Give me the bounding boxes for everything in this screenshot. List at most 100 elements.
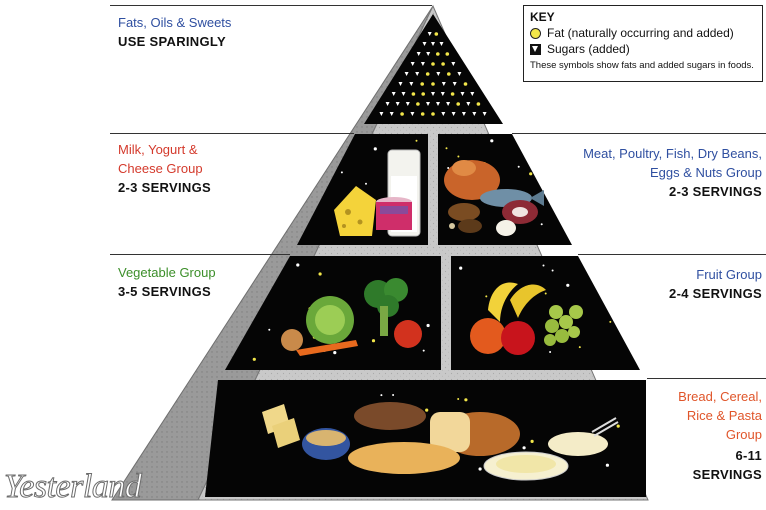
star-dot bbox=[340, 171, 343, 174]
fat-dot-icon bbox=[431, 62, 435, 66]
star-dot bbox=[373, 147, 377, 151]
key-fat-label: Fat (naturally occurring and added) bbox=[547, 26, 734, 40]
tier-name-bread: Bread, Cereal, Rice & Pasta Group bbox=[678, 389, 762, 442]
sugar-triangle-icon bbox=[452, 82, 457, 86]
sugar-triangle-icon bbox=[482, 112, 487, 116]
sugar-triangle-icon bbox=[416, 52, 421, 56]
star-dot bbox=[540, 223, 543, 226]
sugar-triangle-icon bbox=[451, 112, 456, 116]
sugar-triangle-icon bbox=[436, 72, 441, 76]
fat-dot-icon bbox=[411, 92, 416, 96]
sugar-triangle-icon bbox=[410, 112, 415, 116]
fat-dot-icon bbox=[530, 27, 541, 39]
sugar-triangle-icon bbox=[431, 92, 435, 96]
sugar-triangle-icon bbox=[446, 102, 451, 106]
star-dot bbox=[551, 269, 554, 272]
tier-servings-milk: 2-3 SERVINGS bbox=[118, 180, 211, 195]
rule-fruit bbox=[578, 254, 766, 255]
sugar-triangle-icon bbox=[426, 102, 430, 106]
milk-group-illustration bbox=[334, 149, 421, 237]
sugar-triangle-icon bbox=[415, 72, 420, 76]
star-dot bbox=[380, 394, 383, 397]
star-dot bbox=[415, 139, 418, 142]
key-note: These symbols show fats and added sugars… bbox=[530, 60, 754, 71]
star-dot bbox=[392, 394, 395, 396]
star-dot bbox=[485, 295, 488, 298]
star-dot bbox=[478, 467, 482, 471]
sugar-triangle-icon bbox=[395, 102, 400, 106]
sugar-triangle-icon bbox=[404, 72, 409, 76]
star-dot bbox=[517, 165, 520, 168]
tier-label-milk: Milk, Yogurt & Cheese Group 2-3 SERVINGS bbox=[118, 140, 211, 197]
star-dot bbox=[268, 328, 271, 331]
star-dot bbox=[530, 439, 534, 443]
star-dot bbox=[447, 167, 450, 169]
key-legend: KEY Fat (naturally occurring and added) … bbox=[523, 5, 763, 82]
sugar-triangle-icon bbox=[427, 32, 432, 36]
fat-dot-icon bbox=[420, 82, 425, 86]
sugar-triangle-icon bbox=[410, 62, 415, 66]
sugar-triangle-icon bbox=[472, 112, 477, 116]
fat-dot-icon bbox=[447, 72, 451, 76]
star-dot bbox=[464, 398, 468, 402]
key-row-sugar: Sugars (added) bbox=[530, 42, 756, 56]
tier-name-milk: Milk, Yogurt & Cheese Group bbox=[118, 142, 203, 176]
tier-servings-vegetable: 3-5 SERVINGS bbox=[118, 284, 211, 299]
sugar-triangle-icon bbox=[401, 92, 406, 96]
sugar-triangle-icon bbox=[440, 92, 445, 96]
star-dot bbox=[252, 357, 256, 361]
vegetable-group-illustration bbox=[281, 278, 422, 356]
star-dot bbox=[544, 292, 547, 295]
star-dot bbox=[425, 408, 429, 412]
fat-dot-icon bbox=[456, 102, 461, 106]
meat-group-illustration bbox=[444, 160, 544, 236]
star-dot bbox=[544, 161, 549, 165]
fat-dot-icon bbox=[431, 112, 435, 116]
star-dot bbox=[522, 446, 526, 450]
tier-name-meat: Meat, Poultry, Fish, Dry Beans, Eggs & N… bbox=[583, 146, 762, 180]
tier-label-fruit: Fruit Group 2-4 SERVINGS bbox=[669, 265, 762, 303]
sugar-triangle-icon bbox=[389, 112, 394, 116]
star-dot bbox=[605, 463, 610, 467]
key-sugar-label: Sugars (added) bbox=[547, 42, 630, 56]
fat-dot-icon bbox=[450, 92, 455, 96]
sugar-triangle-icon bbox=[431, 42, 435, 46]
star-dot bbox=[365, 182, 367, 185]
tier-name-fruit: Fruit Group bbox=[696, 267, 762, 282]
fat-dot-icon bbox=[434, 32, 439, 36]
rule-meat bbox=[512, 133, 766, 134]
sugar-triangle-icon bbox=[451, 62, 456, 66]
star-dot bbox=[529, 172, 533, 176]
sugar-triangle-icon bbox=[405, 102, 410, 106]
tier-servings-fats: USE SPARINGLY bbox=[118, 34, 226, 49]
fruit-group-illustration bbox=[470, 282, 583, 355]
sugar-triangle-icon bbox=[379, 112, 384, 116]
sugar-triangle-icon bbox=[422, 42, 427, 46]
tier-name-vegetable: Vegetable Group bbox=[118, 265, 216, 280]
sugar-triangle-icon bbox=[461, 112, 466, 116]
star-dot bbox=[422, 349, 425, 352]
panel-fats-oils-sweets bbox=[364, 14, 503, 124]
fat-dot-icon bbox=[476, 102, 481, 106]
fat-dot-icon bbox=[436, 52, 440, 56]
tier-label-fats: Fats, Oils & Sweets USE SPARINGLY bbox=[118, 13, 231, 51]
fats-symbols bbox=[379, 32, 487, 116]
star-dot bbox=[566, 283, 570, 287]
star-dot bbox=[318, 272, 322, 276]
rule-vegetable bbox=[110, 254, 290, 255]
key-title: KEY bbox=[530, 10, 555, 24]
fat-dot-icon bbox=[445, 52, 450, 56]
fat-dot-icon bbox=[431, 82, 435, 86]
rule-milk bbox=[110, 133, 354, 134]
rule-bread bbox=[647, 378, 766, 379]
tier-servings-bread: 6-11 SERVINGS bbox=[692, 448, 762, 482]
sugar-triangle-icon bbox=[439, 42, 444, 46]
watermark-logo: Yesterland bbox=[3, 468, 142, 506]
fat-dot-icon bbox=[425, 72, 430, 76]
tier-label-meat: Meat, Poultry, Fish, Dry Beans, Eggs & N… bbox=[583, 144, 762, 201]
star-dot bbox=[490, 139, 494, 143]
fat-dot-icon bbox=[463, 82, 468, 86]
fat-dot-icon bbox=[416, 102, 420, 106]
star-dot bbox=[459, 266, 463, 270]
fat-dot-icon bbox=[420, 112, 425, 116]
